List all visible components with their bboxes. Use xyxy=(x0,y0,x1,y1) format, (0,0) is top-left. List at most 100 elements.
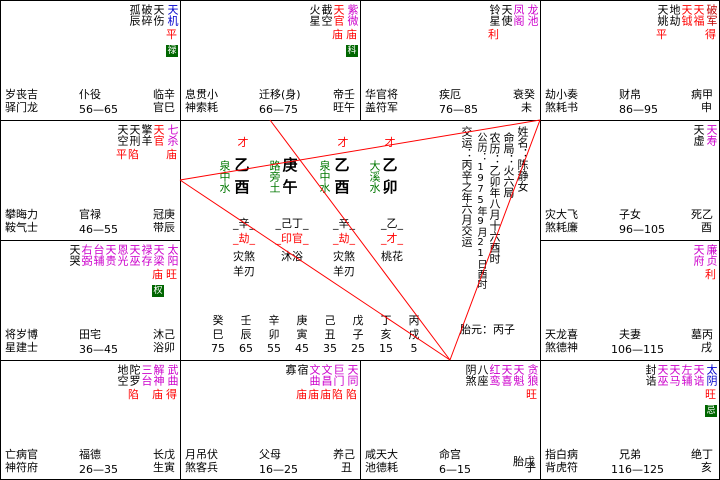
palace-xu[interactable]: 廉贞 利 天府 天龙喜 煞德神 夫妻 106—115 墓丙 戌 xyxy=(540,240,720,361)
age-range: 6—15 xyxy=(439,463,471,476)
palace-wu[interactable]: 紫微 庙 科 天官 庙 截空 火星 息贯小 神索耗 迁移(身) 66—75 帝壬… xyxy=(180,0,361,121)
palace-name: 官禄 xyxy=(79,208,101,221)
stem-branch: 衰癸 xyxy=(513,88,535,101)
palace-name: 疾厄 xyxy=(439,88,461,101)
minor-status: 庙 xyxy=(332,28,343,41)
dayun-age: 55 xyxy=(267,342,281,355)
minor-star: 天巫 xyxy=(656,364,669,386)
age-range: 36—45 xyxy=(79,343,118,356)
pillar-ten-god: 才 xyxy=(384,136,396,149)
shen-sha: 岁丧吉 xyxy=(5,88,38,101)
palace-you[interactable]: 天寿 天虚 灾大飞 煞耗廉 子女 96—105 死乙 酉 xyxy=(540,120,720,241)
minor-star: 左辅 xyxy=(680,364,693,386)
major-star: 贪狼 xyxy=(526,364,539,386)
shen-sha: 煞耗廉 xyxy=(545,221,578,234)
major-status: 旺 xyxy=(166,268,177,281)
minor-star: 天使 xyxy=(500,4,513,26)
palace-mao[interactable]: 太阳 天梁 庙 旺 权 禄存 天巫 恩光 天贵 台辅 右弼 天哭 将岁博 星建士… xyxy=(0,240,181,361)
shen-sha: 星建士 xyxy=(5,341,38,354)
palace-name: 财帛 xyxy=(619,88,641,101)
pillar-sha: 灾煞 xyxy=(233,250,255,263)
pillar-ten-god: 才 xyxy=(337,136,349,149)
stem-branch: 带辰 xyxy=(153,221,175,234)
dayun-branch: 巳 xyxy=(212,328,224,341)
minor-star: 天伤 xyxy=(152,4,165,26)
minor-star: 文曲 xyxy=(308,364,321,386)
shen-sha: 神符府 xyxy=(5,461,38,474)
pillar-sha: 沐浴 xyxy=(281,250,303,263)
palace-chou[interactable]: 天同 巨门 庙 陷 陷 文昌 文曲 庙 庙 宿 寡 月吊伏 煞客兵 父母 16—… xyxy=(180,360,361,480)
minor-star: 地空 xyxy=(116,364,129,386)
palace-si[interactable]: 天机 平 禄 天伤 破碎 孤辰 岁丧吉 驿门龙 仆役 56—65 临辛 官巳 xyxy=(0,0,181,121)
minor-star: 三台 xyxy=(140,364,153,386)
minor-star: 天贵 xyxy=(104,244,117,266)
pillar-hidden-god: _劫_ xyxy=(233,232,255,245)
stem-branch: 官巳 xyxy=(153,101,175,114)
stem-branch: 墓丙 xyxy=(691,328,713,341)
minor-star: 天寿 xyxy=(705,124,718,146)
minor-status: 庙 xyxy=(320,388,331,401)
pillar-hidden-god: _印官_ xyxy=(275,232,309,245)
minor-star: 天诰 xyxy=(692,364,705,386)
minor-status: 陷 xyxy=(128,388,139,401)
stem-branch: 未 xyxy=(521,101,532,114)
stem-branch: 长戊 xyxy=(153,448,175,461)
shen-sha: 盖符军 xyxy=(365,101,398,114)
seal-ji: 忌 xyxy=(705,405,717,417)
major-star: 廉贞 xyxy=(705,244,718,266)
major-star: 天机 xyxy=(166,4,179,26)
stem-branch: 病甲 xyxy=(691,88,713,101)
palace-shen[interactable]: 破军 得 天福 天钺 地劫 天姚 平 劫小奏 煞耗书 财帛 86—95 病甲 申 xyxy=(540,0,720,121)
stem-branch: 子 xyxy=(525,461,536,474)
pillar-nayin: 泉中水 xyxy=(318,160,331,193)
seal-ke: 科 xyxy=(346,45,358,57)
shen-sha: 咸天大 xyxy=(365,448,398,461)
major-status: 庙 xyxy=(166,148,177,161)
minor-star: 台辅 xyxy=(92,244,105,266)
major-status: 庙 xyxy=(308,388,319,401)
major-status: 庙 xyxy=(346,28,357,41)
minor-star: 封诰 xyxy=(644,364,657,386)
pillar-sha: 灾煞 xyxy=(333,250,355,263)
shen-sha: 劫小奏 xyxy=(545,88,578,101)
shen-sha: 指白病 xyxy=(545,448,578,461)
stem-branch: 生寅 xyxy=(153,461,175,474)
palace-wei[interactable]: 龙池 凤阁 天使 铃星 利 华官将 盖符军 疾厄 76—85 衰癸 未 xyxy=(360,0,541,121)
shen-sha: 池德耗 xyxy=(365,461,398,474)
stem-branch: 绝丁 xyxy=(691,448,713,461)
stem-branch: 亥 xyxy=(701,461,712,474)
taiyuan: 胎元：丙子 xyxy=(460,323,515,336)
minor-status: 庙 xyxy=(296,388,307,401)
palace-hai[interactable]: 太阴 旺 忌 天诰 左辅 天马 天巫 封诰 指白病 背虎符 兄弟 116—125… xyxy=(540,360,720,480)
age-range: 26—35 xyxy=(79,463,118,476)
age-range: 116—125 xyxy=(611,463,664,476)
minor-star: 天巫 xyxy=(128,244,141,266)
minor-star: 恩光 xyxy=(116,244,129,266)
age-range: 56—65 xyxy=(79,103,118,116)
pillar-nayin: 路旁土 xyxy=(268,160,281,193)
minor-star: 天官 xyxy=(332,4,345,26)
palace-chen[interactable]: 七杀 庙 天官 擎羊 平 陷 天刑 天空 攀晦力 鞍气士 官禄 46—55 冠庚… xyxy=(0,120,181,241)
pillar-branch: 卯 xyxy=(382,178,398,196)
major-status: 旺 xyxy=(526,388,537,401)
palace-zi[interactable]: 贪狼 旺 天魁 天喜 红鸾 八座 阴煞 咸天大 池德耗 命宫 6—15 胎戊 子 xyxy=(360,360,541,480)
minor-star: 天姚 xyxy=(656,4,669,26)
stem-branch: 申 xyxy=(701,101,712,114)
info-lunar: 农历：乙卯年八月十六酉时 xyxy=(488,132,501,264)
pillar-stem: 乙 xyxy=(382,156,398,174)
stem-branch: 沐己 xyxy=(153,328,175,341)
minor-star: 文昌 xyxy=(320,364,333,386)
major-status: 庙 xyxy=(152,388,163,401)
age-range: 86—95 xyxy=(619,103,658,116)
minor-star: 八座 xyxy=(476,364,489,386)
palace-yin[interactable]: 武曲 庙 得 解神 三台 陀罗 陷 地空 亡病官 神符府 福德 26—35 长戊… xyxy=(0,360,181,480)
minor-star: 火星 xyxy=(308,4,321,26)
minor-star: 破碎 xyxy=(140,4,153,26)
stem-branch: 帝壬 xyxy=(333,88,355,101)
minor-star: 天钺 xyxy=(680,4,693,26)
minor-status: 陷 xyxy=(128,148,139,161)
major-status: 陷 xyxy=(346,388,357,401)
minor-star: 寡 xyxy=(284,364,297,375)
info-name: 姓名：陈静女 xyxy=(516,126,529,192)
